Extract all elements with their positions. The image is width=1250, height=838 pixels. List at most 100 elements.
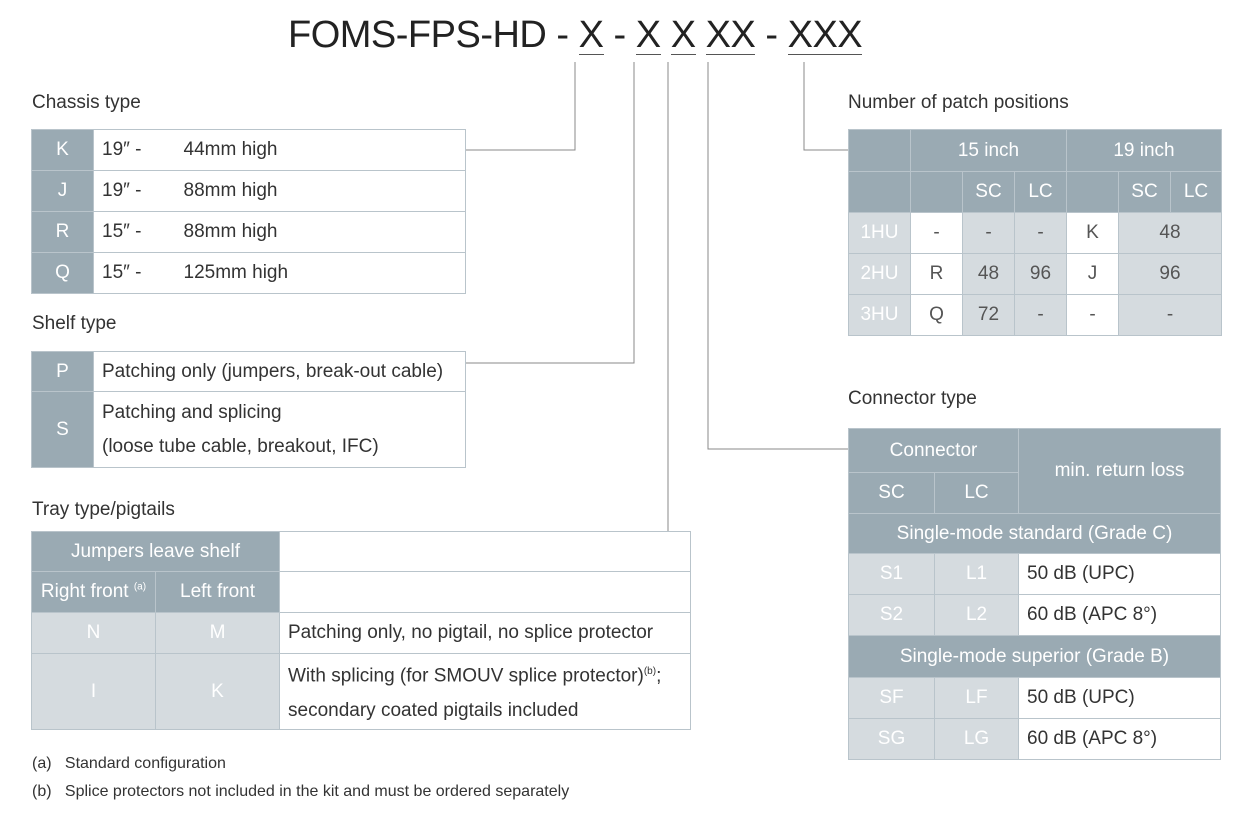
return-loss-value: 50 dB (UPC): [1018, 677, 1221, 719]
patch-sc15: 72: [962, 294, 1015, 336]
table-row: J 19″ - 88mm high: [31, 170, 466, 212]
patch-sc15: -: [962, 212, 1015, 254]
shelf-key: P: [31, 351, 94, 392]
tray-left-code: M: [155, 612, 280, 654]
shelf-heading: Shelf type: [32, 313, 117, 334]
tray-desc-punct: ;: [656, 665, 662, 687]
table-row: Jumpers leave shelf: [31, 531, 691, 572]
shelf-table: P Patching only (jumpers, break-out cabl…: [31, 351, 466, 468]
connector-col-lc: LC: [933, 472, 1020, 514]
table-row: Connector min. return loss: [847, 428, 1221, 514]
footnote-b: (b) Splice protectors not included in th…: [32, 783, 569, 801]
code-shelf-placeholder: X: [635, 14, 661, 56]
tray-left-code: K: [155, 653, 280, 730]
patch-empty-head: [1066, 171, 1119, 213]
tray-desc: Patching only, no pigtail, no splice pro…: [279, 612, 691, 654]
connector-sc-code: S2: [848, 594, 935, 636]
table-row: SC LC SC LC: [848, 171, 1222, 213]
shelf-desc: Patching only (jumpers, break-out cable): [93, 351, 466, 392]
connector-heading: Connector type: [848, 388, 977, 409]
chassis-size: 15″ -: [93, 252, 176, 294]
connector-sc-code: S1: [848, 553, 935, 595]
table-row: Q 15″ - 125mm high: [31, 252, 466, 294]
table-row: I K With splicing (for SMOUV splice prot…: [31, 653, 691, 730]
table-row: R 15″ - 88mm high: [31, 211, 466, 253]
footnote-text: Splice protectors not included in the ki…: [64, 783, 570, 800]
connector-col-header: Connector: [847, 428, 1020, 473]
grade-c-header: Single-mode standard (Grade C): [848, 513, 1221, 554]
chassis-key: R: [31, 211, 94, 253]
connector-lc-code: L1: [933, 553, 1020, 595]
table-row: 1HU - - - K 48: [848, 212, 1222, 254]
chassis-size: 19″ -: [93, 170, 176, 212]
tray-empty-cell: [279, 571, 691, 613]
patch-code19: J: [1066, 253, 1119, 295]
tray-desc: With splicing (for SMOUV splice protecto…: [279, 653, 691, 730]
patch-code15: R: [910, 253, 963, 295]
chassis-desc: 88mm high: [175, 211, 466, 253]
patch-code19: -: [1066, 294, 1119, 336]
patch-empty-head: [910, 171, 963, 213]
connector-lc-code: LF: [933, 677, 1020, 719]
patch-corner: [848, 171, 911, 213]
patch-col-lc: LC: [1014, 171, 1067, 213]
footnote-mark: (b): [32, 783, 52, 800]
table-row: S Patching and splicing (loose tube cabl…: [31, 391, 466, 468]
return-loss-value: 50 dB (UPC): [1018, 553, 1221, 595]
patch-col-sc: SC: [962, 171, 1015, 213]
connector-table: Connector min. return loss SC LC Single-…: [847, 428, 1221, 760]
chassis-desc: 125mm high: [175, 252, 466, 294]
chassis-table: K 19″ - 44mm high J 19″ - 88mm high R 15…: [31, 129, 466, 294]
product-code-title: FOMS-FPS-HD - X - X X XX - XXX: [288, 14, 863, 57]
table-row: 3HU Q 72 - - -: [848, 294, 1222, 336]
line-chassis: [466, 62, 576, 151]
connector-sc-code: SG: [848, 718, 935, 760]
patch-hu: 1HU: [848, 212, 911, 254]
patch-val19: 48: [1118, 212, 1222, 254]
chassis-key: K: [31, 129, 94, 171]
chassis-key: J: [31, 170, 94, 212]
code-connector-placeholder: XX: [705, 14, 756, 56]
code-positions-placeholder: XXX: [787, 14, 863, 56]
tray-right-code: I: [31, 653, 156, 730]
footnote-ref-b: (b): [643, 666, 657, 678]
shelf-key: S: [31, 391, 94, 468]
table-row: 2HU R 48 96 J 96: [848, 253, 1222, 295]
code-separator: -: [603, 14, 636, 56]
patch-col-sc: SC: [1118, 171, 1171, 213]
patch-col-lc: LC: [1170, 171, 1222, 213]
patch-code19: K: [1066, 212, 1119, 254]
patch-val19: -: [1118, 294, 1222, 336]
footnote-text: Standard configuration: [64, 755, 226, 772]
table-row: SF LF 50 dB (UPC): [848, 677, 1221, 719]
tray-col-right: Right front (a): [31, 571, 156, 613]
line-shelf: [466, 62, 635, 364]
code-tray-placeholder: X: [670, 14, 696, 56]
patch-sc15: 48: [962, 253, 1015, 295]
patch-group-19: 19 inch: [1066, 129, 1222, 172]
connector-sc-code: SF: [848, 677, 935, 719]
table-row: P Patching only (jumpers, break-out cabl…: [31, 351, 466, 392]
connector-lc-code: LG: [933, 718, 1020, 760]
patch-hu: 3HU: [848, 294, 911, 336]
connector-lc-code: L2: [933, 594, 1020, 636]
footnote-a: (a) Standard configuration: [32, 755, 226, 773]
chassis-heading: Chassis type: [32, 92, 141, 113]
connector-col-sc: SC: [848, 472, 935, 514]
patch-corner: [848, 129, 911, 172]
patch-lc15: -: [1014, 294, 1067, 336]
tray-desc-text: With splicing (for SMOUV splice protecto…: [288, 665, 644, 687]
tray-desc-line1: With splicing (for SMOUV splice protecto…: [288, 655, 682, 693]
line-connector: [707, 62, 848, 450]
return-loss-value: 60 dB (APC 8°): [1018, 718, 1221, 760]
table-row: K 19″ - 44mm high: [31, 129, 466, 171]
chassis-desc: 44mm high: [175, 129, 466, 171]
patch-table: 15 inch 19 inch SC LC SC LC 1HU - - - K …: [848, 129, 1222, 336]
table-row: Right front (a) Left front: [31, 571, 691, 613]
table-row: S1 L1 50 dB (UPC): [848, 553, 1221, 595]
table-row: 15 inch 19 inch: [848, 129, 1222, 172]
chassis-size: 19″ -: [93, 129, 176, 171]
patch-code15: Q: [910, 294, 963, 336]
line-tray: [667, 62, 690, 533]
patch-code15: -: [910, 212, 963, 254]
